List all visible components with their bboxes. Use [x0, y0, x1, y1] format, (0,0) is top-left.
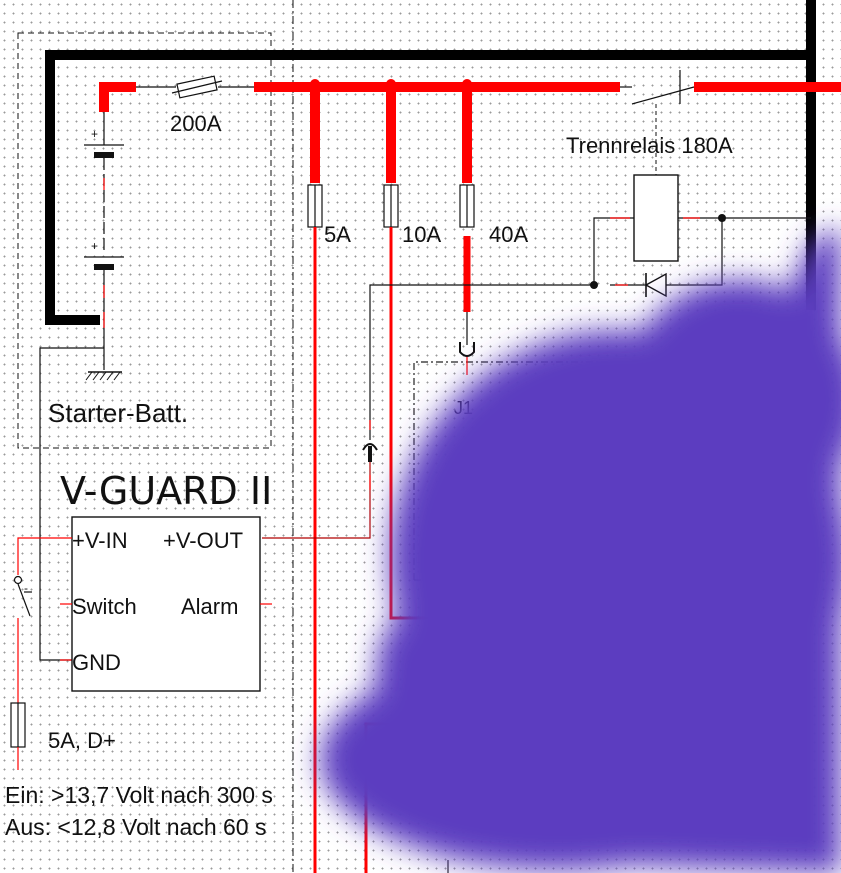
starter-battery-box	[17, 32, 272, 449]
control-connector-plug	[362, 443, 378, 462]
v-in-wire	[17, 537, 72, 575]
battery-positive-wire	[99, 82, 136, 112]
battery-cell-lower	[84, 256, 124, 370]
pin-alarm: Alarm	[181, 594, 238, 619]
ground-symbol	[85, 371, 122, 381]
v-guard-module	[71, 516, 261, 692]
fuse-10a	[383, 184, 399, 228]
relay-label: Trennrelais 180A	[566, 133, 733, 158]
fuse-label-5a: 5A	[324, 222, 351, 247]
main-fuse-200a	[171, 75, 223, 99]
fuse-d-plus	[10, 702, 26, 748]
fuse-40a	[459, 184, 475, 228]
wire-lower-right	[364, 722, 445, 873]
battery-plus-lower: +	[91, 239, 98, 253]
negative-ground-wire	[45, 50, 816, 325]
relay-contact	[620, 70, 695, 105]
note-off: Aus: <12,8 Volt nach 60 s	[5, 814, 267, 840]
fuse-5a	[307, 184, 323, 228]
fuse-label-40a: 40A	[489, 222, 528, 247]
battery-plus-upper: +	[91, 127, 98, 141]
pin-v-out: +V-OUT	[163, 528, 243, 553]
pin-switch: Switch	[72, 594, 137, 619]
starter-battery-label: Starter-Batt.	[48, 398, 188, 428]
d-plus-fuse-label: 5A, D+	[48, 728, 116, 753]
pin-v-in: +V-IN	[72, 528, 128, 553]
battery-cell-upper	[84, 112, 124, 250]
switch-minus: -	[24, 581, 28, 595]
v-guard-title: V-GUARD II	[60, 469, 272, 513]
connector-box-outline	[413, 361, 700, 580]
connector-label: J1	[454, 398, 473, 418]
relay-coil	[633, 104, 679, 262]
note-on: Ein: >13,7 Volt nach 300 s	[5, 782, 273, 808]
fuse-label-10a: 10A	[402, 222, 441, 247]
gnd-wire	[39, 347, 104, 661]
ignition-switch	[13, 575, 32, 617]
pin-gnd: GND	[72, 650, 121, 675]
main-fuse-label: 200A	[170, 111, 222, 136]
wire-10a-out	[389, 227, 445, 620]
